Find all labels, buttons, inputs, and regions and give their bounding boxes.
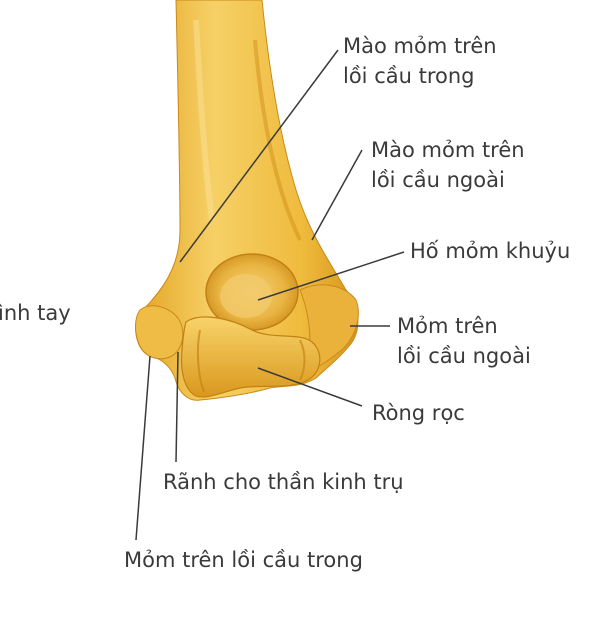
leader-olecranon-fossa bbox=[257, 251, 405, 301]
label-medial-epicondyle: Mỏm trên lồi cầu trong bbox=[124, 545, 363, 575]
leader-medial-epicondyle bbox=[135, 355, 151, 541]
leader-trochlea bbox=[257, 367, 363, 407]
label-trochlea: Ròng rọc bbox=[372, 398, 465, 428]
label-lateral-epicondyle-line2: lồi cầu ngoài bbox=[397, 344, 531, 368]
label-lateral-crest-line2: lồi cầu ngoài bbox=[371, 168, 505, 192]
label-lateral-epicondyle: Mỏm trên lồi cầu ngoài bbox=[397, 311, 531, 371]
label-olecranon-fossa: Hố mỏm khuỷu bbox=[410, 236, 570, 266]
label-lateral-crest-line1: Mào mỏm trên bbox=[371, 138, 525, 162]
label-medial-crest: Mào mỏm trên lồi cầu trong bbox=[343, 31, 497, 91]
leader-medial-crest bbox=[179, 49, 339, 263]
label-lateral-epicondyle-line1: Mỏm trên bbox=[397, 314, 498, 338]
leader-ulnar-groove bbox=[175, 351, 179, 463]
medial-epicondyle-shape bbox=[135, 305, 184, 360]
label-medial-epicondyle-text: Mỏm trên lồi cầu trong bbox=[124, 548, 363, 572]
label-cut-off-left-text: ình tay bbox=[0, 301, 71, 325]
label-medial-crest-line1: Mào mỏm trên bbox=[343, 34, 497, 58]
leader-lateral-crest bbox=[311, 149, 363, 241]
label-medial-crest-line2: lồi cầu trong bbox=[343, 64, 475, 88]
label-trochlea-text: Ròng rọc bbox=[372, 401, 465, 425]
label-ulnar-groove: Rãnh cho thần kinh trụ bbox=[163, 467, 404, 497]
trochlea-shape bbox=[180, 316, 321, 398]
humerus-shaft bbox=[135, 0, 359, 401]
label-olecranon-fossa-text: Hố mỏm khuỷu bbox=[410, 239, 571, 263]
label-cut-off-left: ình tay bbox=[0, 298, 71, 328]
leader-lines bbox=[135, 49, 405, 541]
label-ulnar-groove-text: Rãnh cho thần kinh trụ bbox=[163, 470, 404, 494]
label-lateral-crest: Mào mỏm trên lồi cầu ngoài bbox=[371, 135, 525, 195]
